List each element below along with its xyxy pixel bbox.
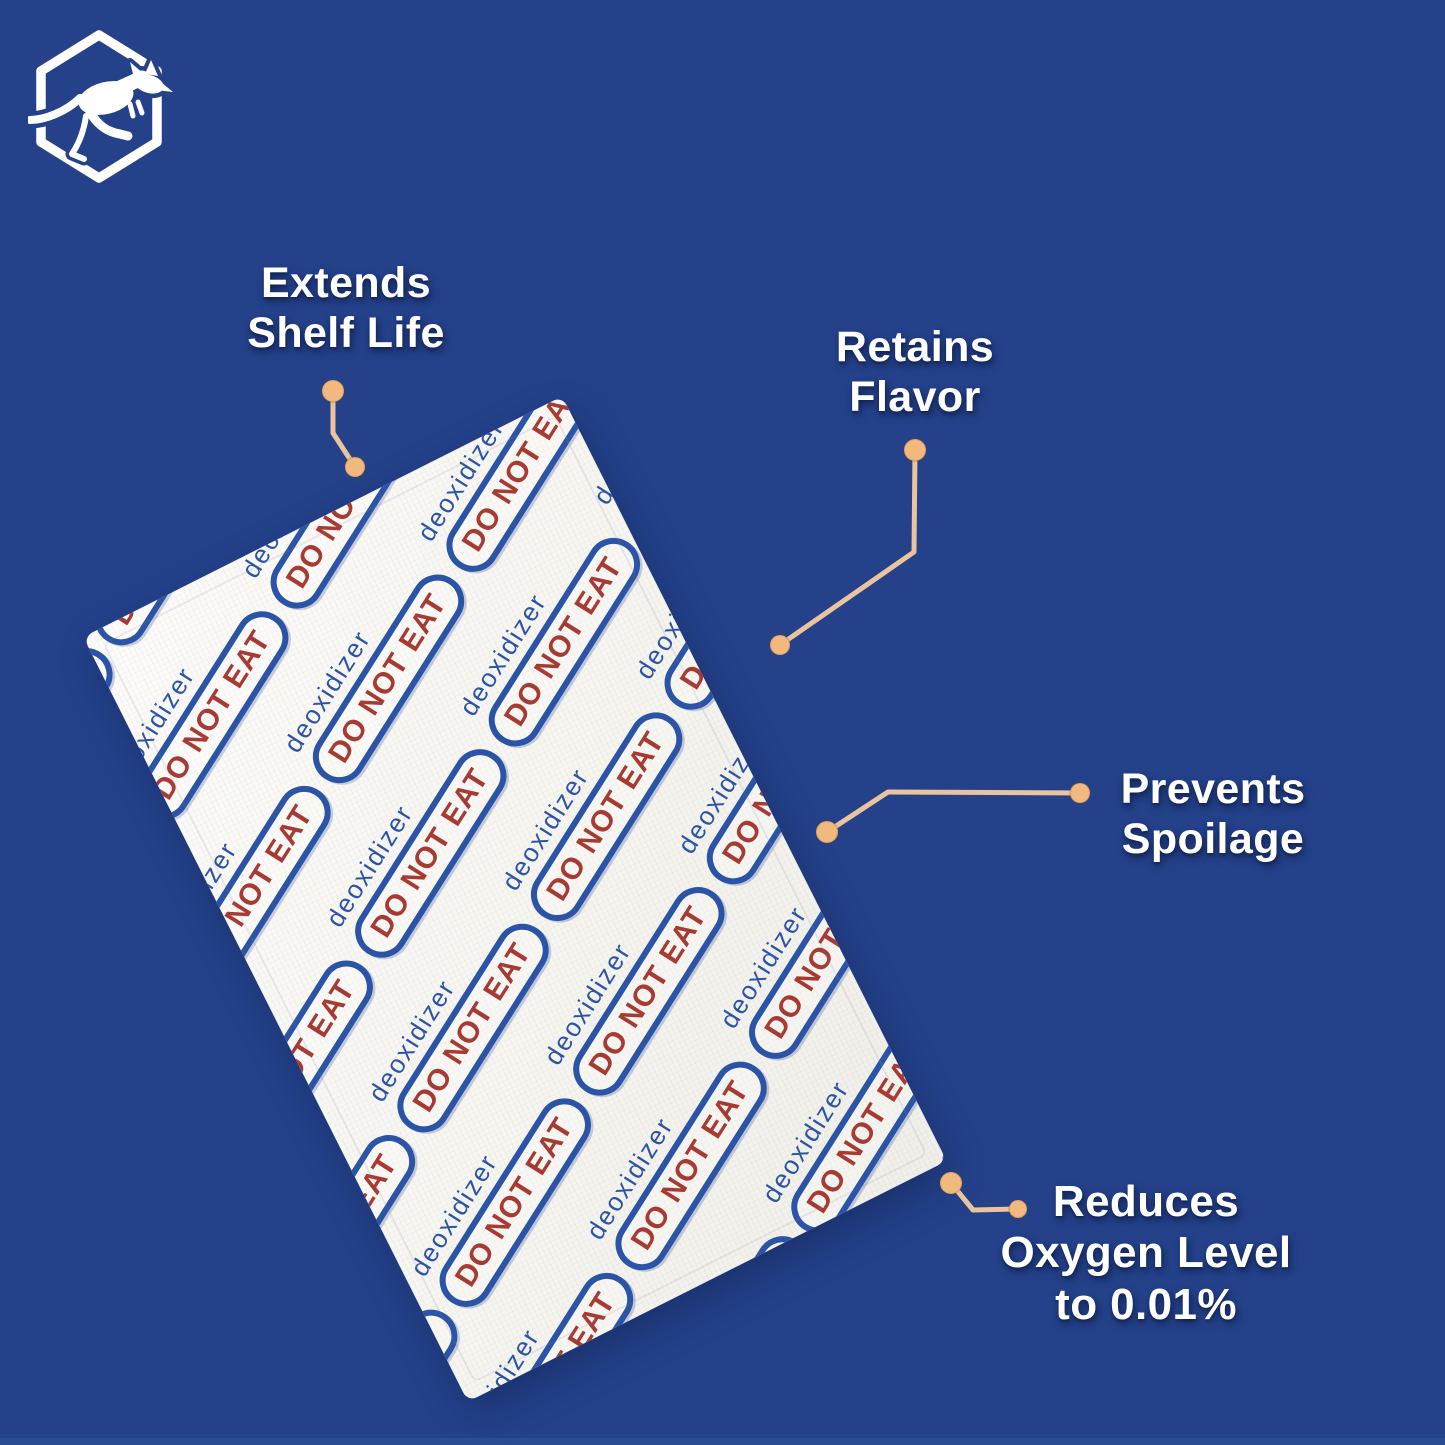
callout-line: Shelf Life [247, 309, 445, 358]
connector-line-reduces [948, 1180, 1021, 1213]
connector-dot [321, 379, 345, 403]
callout-prevents-spoilage: Prevents Spoilage [1121, 764, 1306, 865]
callout-line: to 0.01% [1055, 1279, 1237, 1329]
connector-line-extends [330, 388, 358, 470]
connector-dot [769, 634, 791, 656]
callout-line: Retains [835, 323, 995, 371]
callout-reduces-oxygen: Reduces Oxygen Level to 0.01% [1001, 1176, 1292, 1330]
callout-line: Prevents [1120, 765, 1306, 813]
callout-extends-shelf-life: Extends Shelf Life [247, 258, 445, 359]
kangaroo-hexagon-icon [28, 30, 178, 183]
callout-line: Flavor [849, 373, 981, 422]
connector-dot [903, 438, 927, 462]
connector-line-retains [777, 447, 918, 648]
callout-line: Reduces [1052, 1177, 1240, 1226]
callout-line: Extends [260, 259, 432, 307]
connector-dot [939, 1171, 963, 1195]
connector-dot [344, 456, 366, 478]
bottom-edge-strip [0, 1438, 1445, 1445]
kangaroo-silhouette [28, 60, 173, 162]
connector-dot [1008, 1199, 1028, 1219]
callout-line: Spoilage [1121, 815, 1305, 864]
connector-dot [815, 820, 839, 844]
callout-line: Oxygen Level [1000, 1228, 1292, 1278]
connector-line-prevents [824, 789, 1083, 835]
callout-retains-flavor: Retains Flavor [836, 322, 994, 423]
connector-dot [1069, 782, 1091, 804]
